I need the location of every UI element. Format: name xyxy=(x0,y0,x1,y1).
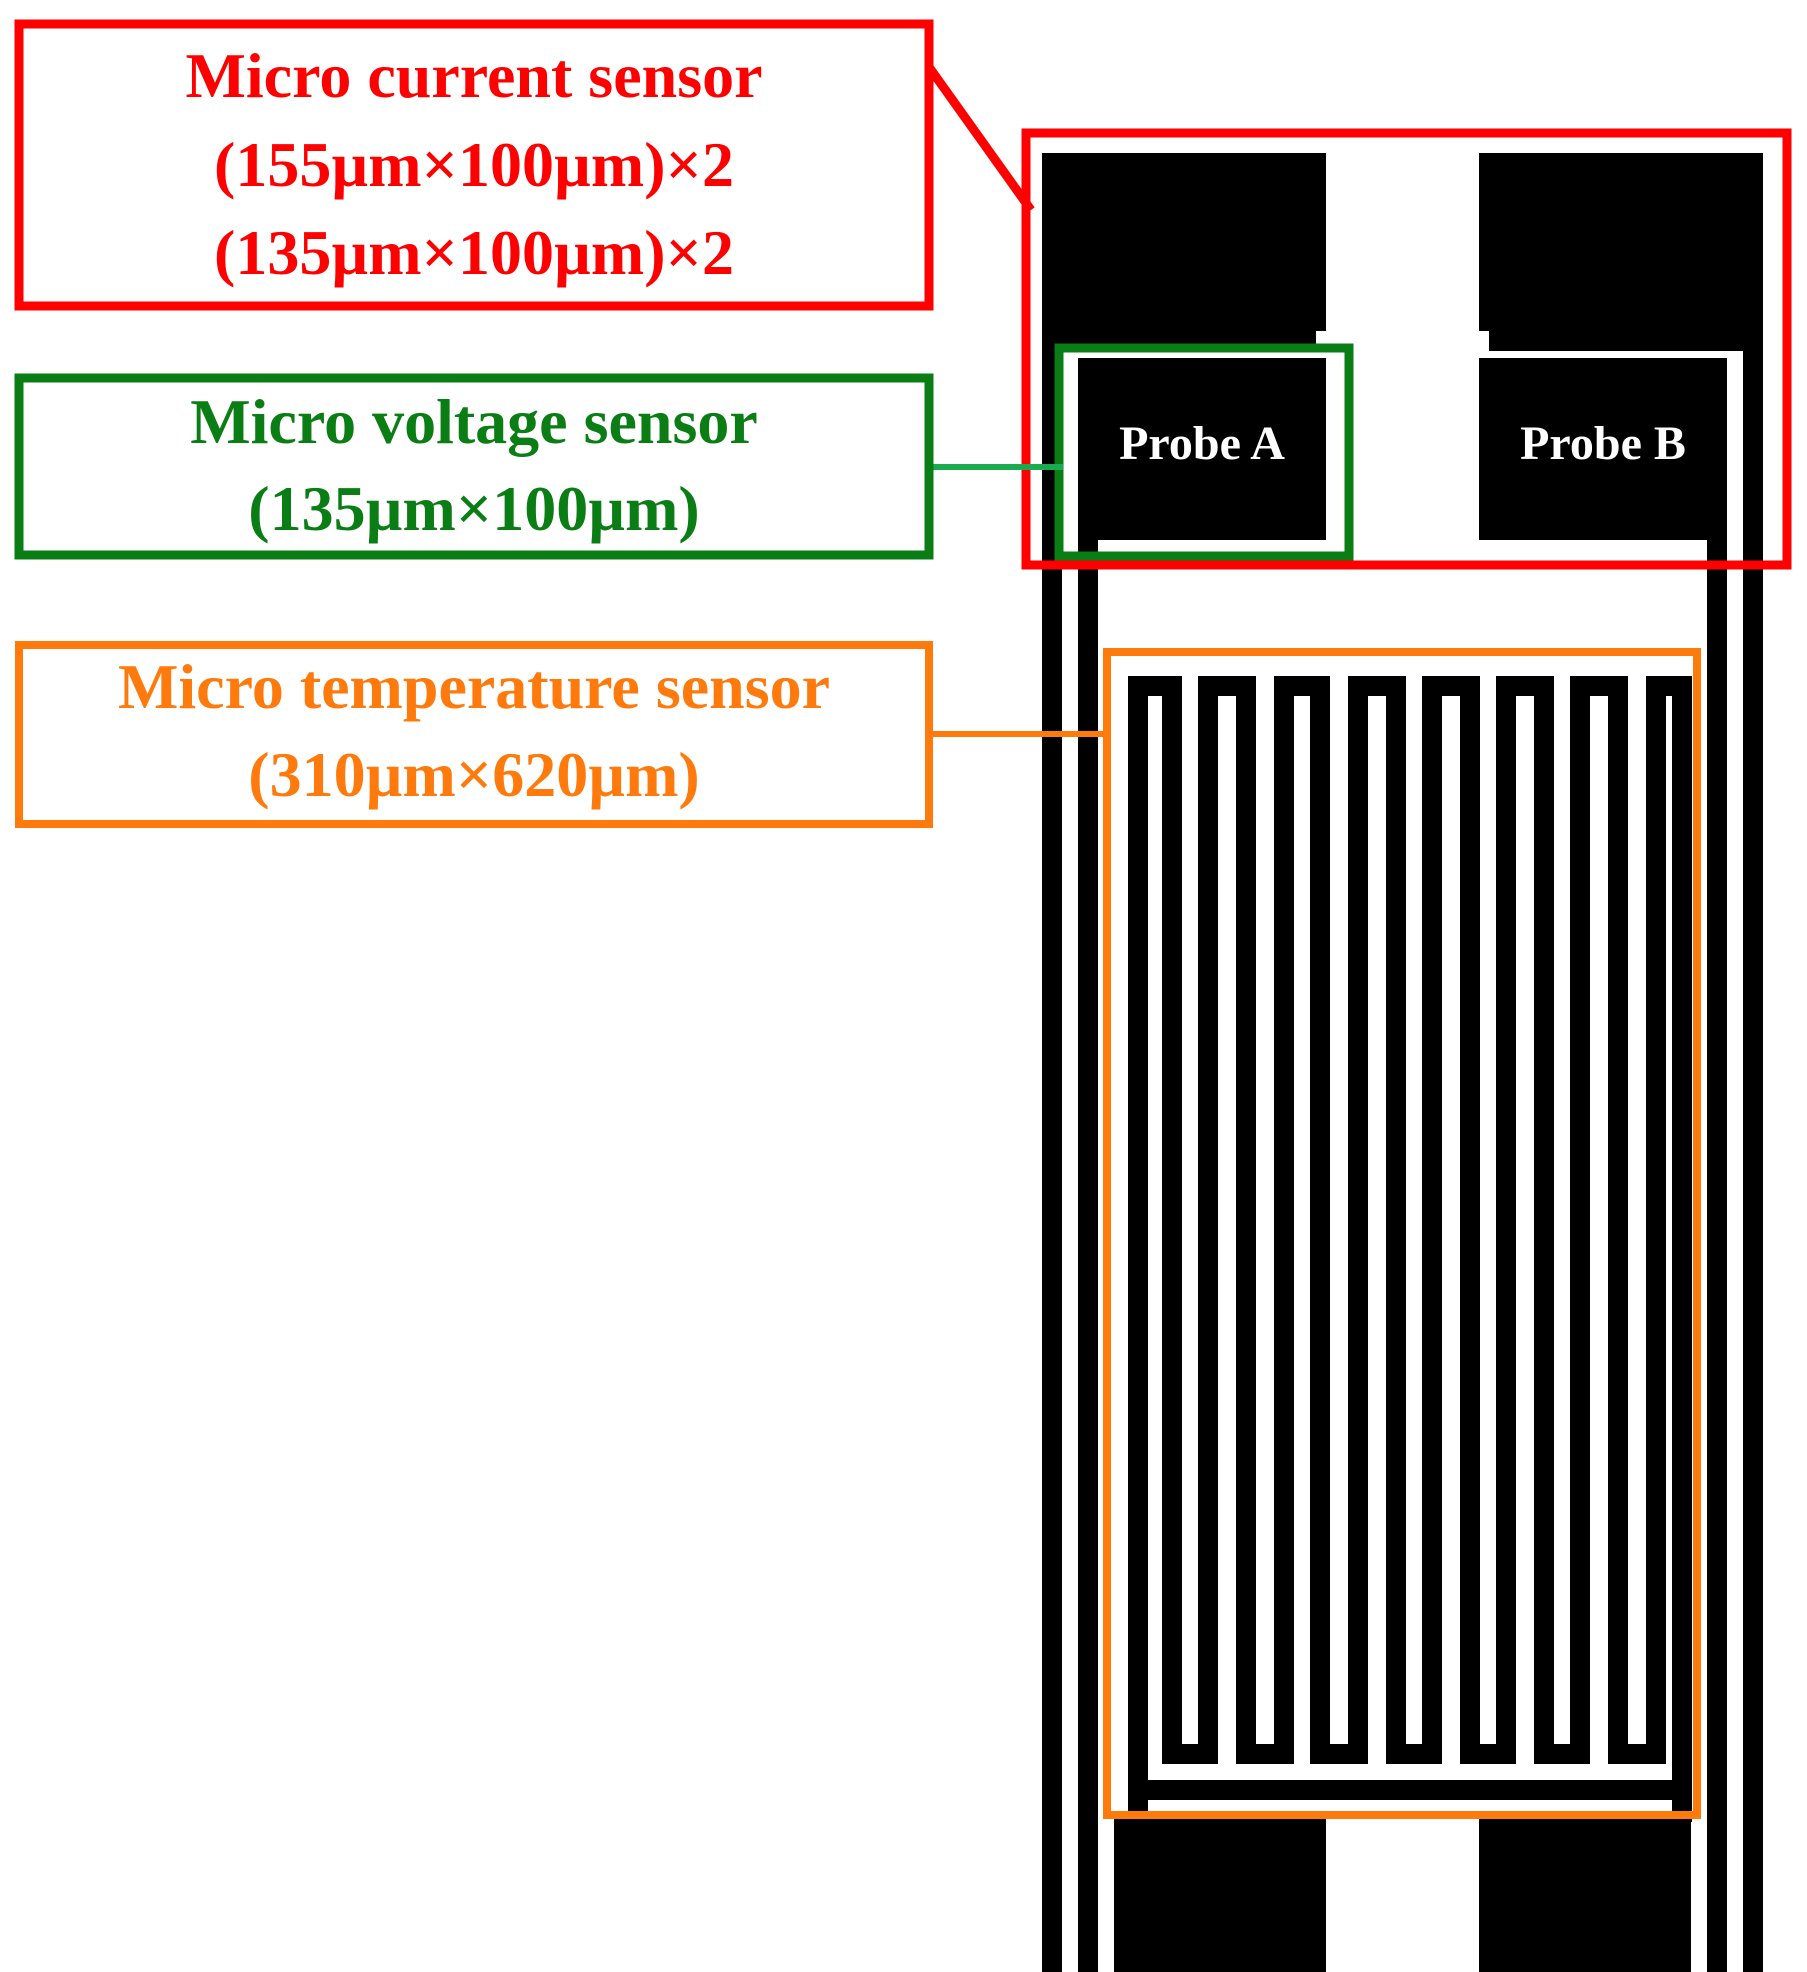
temperature-sensor-highlight-box xyxy=(1103,648,1701,1819)
current-sensor-size-1: (155µm×100µm)×2 xyxy=(214,129,734,200)
bottom-right-contact-pad xyxy=(1479,1812,1691,1972)
outer-right-trace xyxy=(1489,331,1763,1972)
current-sensor-size-2: (135µm×100µm)×2 xyxy=(214,217,734,288)
current-sensor-highlight-box xyxy=(1021,128,1792,570)
probe-b-label: Probe B xyxy=(1520,417,1686,470)
metal-layout xyxy=(1042,153,1763,1972)
temperature-sensor-size: (310µm×620µm) xyxy=(248,739,699,810)
probe-b-pad xyxy=(1479,358,1727,540)
temperature-serpentine-trace xyxy=(1138,676,1682,1764)
voltage-sensor-highlight-box xyxy=(1054,343,1354,561)
current-sensor-label-box xyxy=(14,19,934,311)
voltage-sensor-size: (135µm×100µm) xyxy=(248,473,699,544)
probe-a-pad xyxy=(1078,358,1326,540)
current-sensor-leader-line xyxy=(925,64,1035,213)
probe-a-label: Probe A xyxy=(1119,417,1285,470)
voltage-sensor-label-box xyxy=(14,373,934,560)
temperature-sensor-title: Micro temperature sensor xyxy=(118,651,830,722)
top-left-contact-pad xyxy=(1042,153,1326,331)
current-sensor-title: Micro current sensor xyxy=(185,40,762,111)
temperature-sensor-label-box xyxy=(15,641,933,828)
bottom-left-contact-pad xyxy=(1114,1812,1326,1972)
top-right-contact-pad xyxy=(1479,153,1763,331)
voltage-sensor-title: Micro voltage sensor xyxy=(190,386,758,457)
outer-left-trace xyxy=(1042,331,1316,1972)
